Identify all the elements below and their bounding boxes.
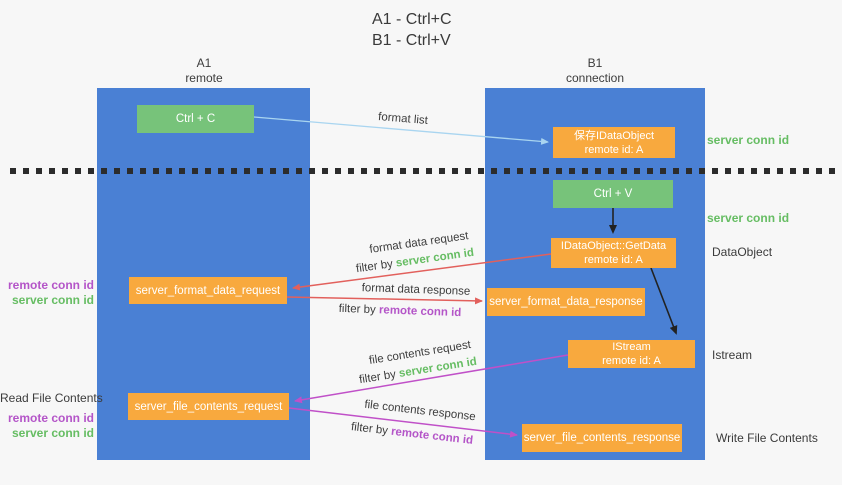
node-save-dataobject-line2: remote id: A	[584, 143, 644, 156]
node-server-file-contents-response: server_file_contents_response	[522, 424, 682, 452]
machine-boundary-dotted-line	[10, 168, 842, 174]
node-file-response-label: server_file_contents_response	[523, 432, 681, 444]
annotation-server-conn-id-file: server conn id	[11, 426, 94, 440]
node-save-dataobject: 保存IDataObject remote id: A	[553, 127, 675, 158]
node-idataobject-getdata: IDataObject::GetData remote id: A	[551, 238, 676, 268]
lane-b1-name: B1	[587, 56, 603, 70]
annotation-istream: Istream	[712, 348, 753, 362]
annotation-write-file-contents: Write File Contents	[716, 431, 818, 445]
lane-a1-name: A1	[196, 56, 212, 70]
node-format-request-label: server_format_data_request	[135, 284, 281, 297]
annotation-server-conn-id-mid: server conn id	[707, 211, 790, 225]
node-istream-line1: IStream	[612, 341, 651, 353]
node-istream: IStream remote id: A	[568, 340, 695, 368]
lane-header-a1: A1 remote	[134, 56, 274, 86]
edge-format-list-arrow	[253, 116, 549, 145]
node-save-dataobject-line1: 保存IDataObject	[573, 129, 655, 142]
node-ctrl-v-label: Ctrl + V	[593, 188, 633, 200]
node-ctrl-c-label: Ctrl + C	[175, 113, 216, 125]
edge-format-data-response-arrow	[286, 296, 483, 305]
title-line-1: A1 - Ctrl+C	[372, 11, 452, 28]
annotation-remote-conn-id-file: remote conn id	[7, 411, 94, 425]
annotation-dataobject: DataObject	[712, 245, 773, 259]
lane-a1-role: remote	[185, 71, 223, 85]
node-istream-line2: remote id: A	[602, 355, 661, 367]
edge-file-contents-request-arrow	[294, 354, 569, 404]
lane-header-b1: B1 connection	[525, 56, 665, 86]
title-line-2: B1 - Ctrl+V	[372, 32, 451, 49]
node-getdata-line2: remote id: A	[584, 254, 643, 266]
annotation-remote-conn-id-format: remote conn id	[7, 278, 94, 292]
node-ctrl-v: Ctrl + V	[553, 180, 673, 208]
annotation-read-file-contents: Read File Contents	[0, 391, 103, 405]
annotation-group-format-conn-ids: remote conn id server conn id	[0, 278, 94, 308]
node-server-file-contents-request: server_file_contents_request	[128, 393, 289, 420]
annotation-group-file-conn-ids: Read File Contents remote conn id server…	[0, 391, 103, 441]
node-file-request-label: server_file_contents_request	[134, 400, 283, 413]
node-server-format-data-response: server_format_data_response	[487, 288, 645, 316]
lane-b1-role: connection	[565, 71, 625, 85]
diagram-title: A1 - Ctrl+C B1 - Ctrl+V	[372, 9, 452, 51]
node-format-response-label: server_format_data_response	[489, 296, 643, 308]
annotation-server-conn-id-format: server conn id	[11, 293, 94, 307]
node-server-format-data-request: server_format_data_request	[129, 277, 287, 304]
node-ctrl-c: Ctrl + C	[137, 105, 254, 133]
node-getdata-line1: IDataObject::GetData	[560, 240, 667, 252]
edge-getdata-to-istream-arrow	[650, 267, 678, 335]
filter-prefix: filter by	[338, 302, 376, 317]
edge-format-data-request-arrow	[292, 253, 552, 291]
annotation-server-conn-id-top: server conn id	[707, 133, 790, 147]
edge-file-contents-response-arrow	[288, 407, 518, 438]
